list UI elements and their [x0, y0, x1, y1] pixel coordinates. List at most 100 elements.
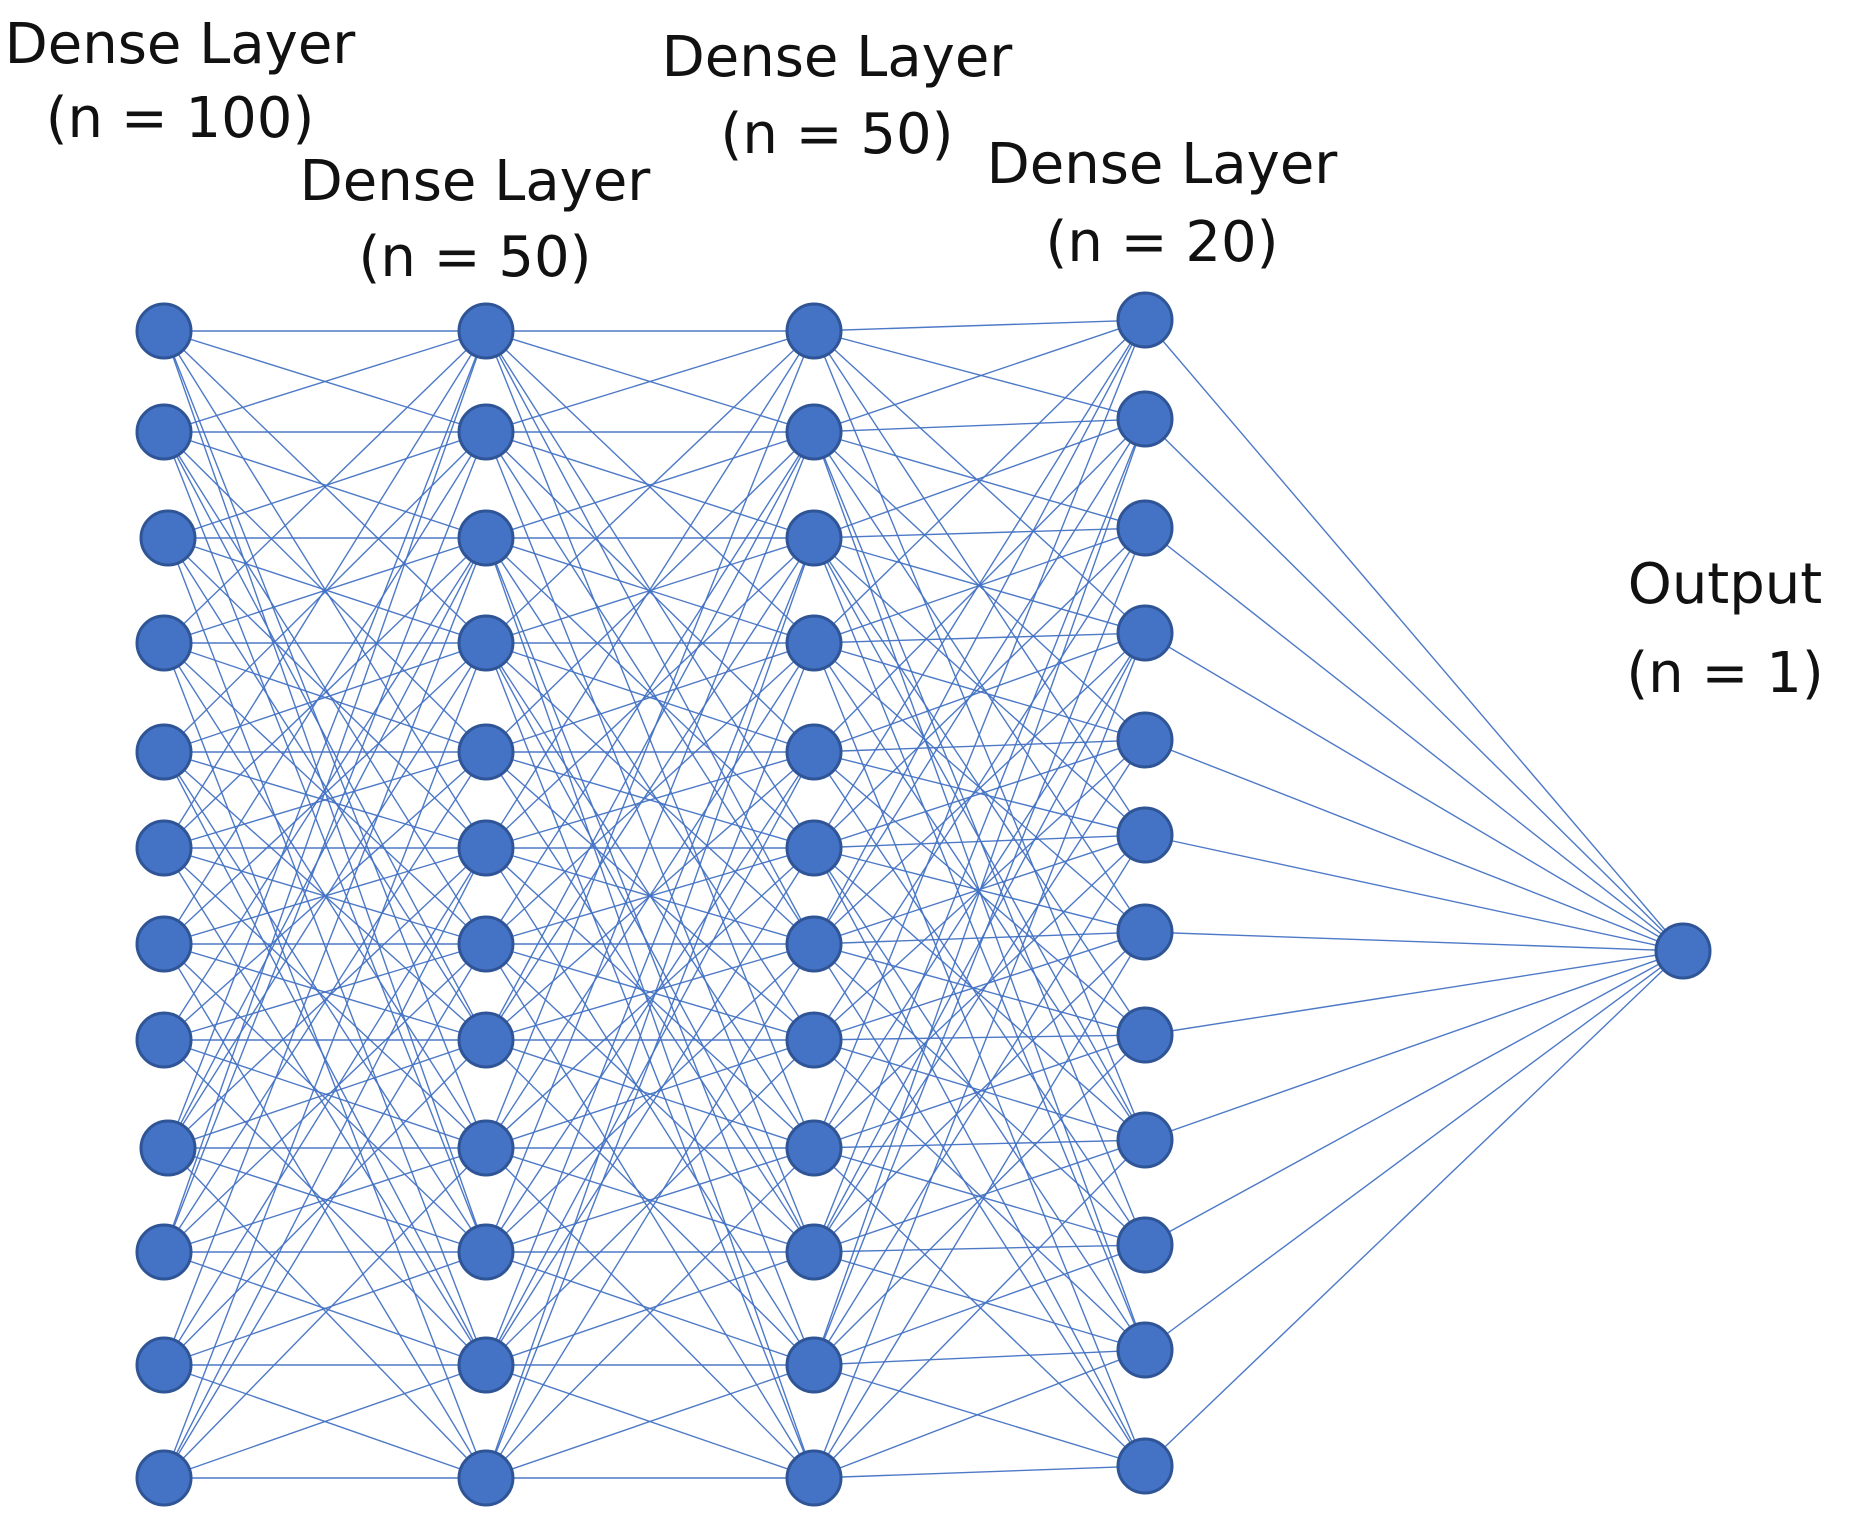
- edge-l3-6-to-l4-1: [813, 319, 1146, 849]
- layer-4-node-6: [1116, 806, 1174, 864]
- edge-l1-2-to-l2-8: [163, 431, 487, 1041]
- network-nodes: [135, 291, 1712, 1507]
- layer-2-node-8: [457, 1011, 515, 1069]
- edge-l3-6-to-l4-5: [813, 739, 1146, 849]
- edge-l3-3-to-l4-2: [813, 418, 1146, 539]
- edge-l2-6-to-l3-5: [485, 751, 815, 849]
- layer-1-node-12: [135, 1449, 193, 1507]
- edge-l3-12-to-l4-11: [813, 1349, 1146, 1479]
- edge-l2-9-to-l3-8: [485, 1039, 815, 1149]
- edge-l3-10-to-l4-11: [813, 1251, 1146, 1351]
- layer-2-size: (n = 50): [359, 225, 592, 290]
- layer-3-node-9: [785, 1119, 843, 1177]
- edge-l3-6-to-l4-12: [813, 847, 1146, 1467]
- connection-edges: [163, 319, 1684, 1479]
- layer-2-node-5: [457, 723, 515, 781]
- edge-l4-7-to-l5-1: [1144, 931, 1684, 952]
- layer-1-node-11: [135, 1336, 193, 1394]
- output-size: (n = 1): [1626, 641, 1823, 706]
- layer-3-node-2: [785, 403, 843, 461]
- edge-l2-9-to-l3-1: [485, 330, 815, 1149]
- layer-2-node-2: [457, 403, 515, 461]
- edge-l1-1-to-l2-9: [163, 330, 487, 1149]
- layer-4-node-11: [1116, 1321, 1174, 1379]
- edge-l3-12-to-l4-4: [813, 632, 1146, 1479]
- edge-l4-8-to-l5-1: [1144, 950, 1684, 1036]
- edge-l3-5-to-l4-4: [813, 632, 1146, 753]
- edge-l2-8-to-l3-3: [485, 537, 815, 1041]
- layer-4-size: (n = 20): [1046, 210, 1279, 275]
- edge-l2-4-to-l3-1: [485, 330, 815, 644]
- edge-l1-10-to-l2-7: [163, 943, 487, 1253]
- edge-l3-11-to-l4-8: [813, 1034, 1146, 1366]
- layer-4-node-10: [1116, 1216, 1174, 1274]
- edge-l1-11-to-l2-10: [163, 1251, 487, 1366]
- edge-l2-1-to-l3-7: [485, 330, 815, 945]
- edge-l1-7-to-l2-2: [163, 431, 487, 945]
- layer-4-node-4: [1116, 604, 1174, 662]
- edge-l1-6-to-l2-3: [163, 537, 487, 849]
- edge-l2-4-to-l3-10: [485, 642, 815, 1253]
- edge-l3-8-to-l4-8: [813, 1034, 1146, 1041]
- layer-1-node-7: [135, 915, 193, 973]
- layer-3-node-12: [785, 1449, 843, 1507]
- edge-l3-4-to-l4-7: [813, 642, 1146, 933]
- layer-1-title: Dense Layer: [5, 12, 357, 77]
- edge-l1-9-to-l2-1: [167, 330, 487, 1149]
- edge-l3-3-to-l4-6: [813, 537, 1146, 836]
- layer-4-node-5: [1116, 711, 1174, 769]
- layer-2-title: Dense Layer: [300, 149, 652, 214]
- edge-l4-2-to-l5-1: [1144, 418, 1684, 952]
- edge-l2-2-to-l3-1: [485, 330, 815, 433]
- output-node: [1654, 922, 1712, 980]
- edge-l3-3-to-l4-9: [813, 537, 1146, 1141]
- edge-l3-8-to-l4-11: [813, 1039, 1146, 1351]
- layer-3-node-6: [785, 819, 843, 877]
- edge-l4-4-to-l5-1: [1144, 632, 1684, 952]
- edge-l4-6-to-l5-1: [1144, 834, 1684, 952]
- layer-3-size: (n = 50): [721, 102, 954, 167]
- edge-l2-12-to-l3-11: [485, 1364, 815, 1479]
- layer-1-node-1: [135, 302, 193, 360]
- edge-l2-5-to-l3-2: [485, 431, 815, 753]
- layer-3-node-5: [785, 723, 843, 781]
- edge-l1-9-to-l2-12: [167, 1147, 487, 1479]
- layer-1-node-9: [139, 1119, 197, 1177]
- edge-l3-10-to-l4-10: [813, 1244, 1146, 1253]
- layer-3-title: Dense Layer: [662, 25, 1014, 90]
- edge-l2-10-to-l3-7: [485, 943, 815, 1253]
- edge-l1-6-to-l2-5: [163, 751, 487, 849]
- edge-l1-8-to-l2-5: [163, 751, 487, 1041]
- layer-4-node-8: [1116, 1006, 1174, 1064]
- edge-l1-6-to-l2-1: [163, 330, 487, 849]
- edge-l1-12-to-l2-11: [163, 1364, 487, 1479]
- layer-2-node-6: [457, 819, 515, 877]
- edge-l1-5-to-l2-4: [163, 642, 487, 753]
- layer-4-node-2: [1116, 390, 1174, 448]
- layer-1-node-8: [135, 1011, 193, 1069]
- edge-l3-9-to-l4-9: [813, 1139, 1146, 1149]
- edge-l3-7-to-l4-1: [813, 319, 1146, 945]
- edge-l1-10-to-l2-9: [163, 1147, 487, 1253]
- edge-l3-5-to-l4-5: [813, 739, 1146, 753]
- edge-l3-10-to-l4-5: [813, 739, 1146, 1253]
- edge-l3-2-to-l4-2: [813, 418, 1146, 433]
- edge-l3-7-to-l4-2: [813, 418, 1146, 945]
- edge-l1-3-to-l2-11: [167, 537, 487, 1366]
- layer-1-node-6: [135, 819, 193, 877]
- edge-l4-3-to-l5-1: [1144, 527, 1684, 952]
- layer-2-node-9: [457, 1119, 515, 1177]
- edge-l3-7-to-l4-4: [813, 632, 1146, 945]
- edge-l3-10-to-l4-2: [813, 418, 1146, 1253]
- edge-l3-7-to-l4-7: [813, 931, 1146, 945]
- edge-l3-11-to-l4-3: [813, 527, 1146, 1366]
- edge-l2-8-to-l3-7: [485, 943, 815, 1041]
- edge-l3-3-to-l4-11: [813, 537, 1146, 1351]
- edge-l3-11-to-l4-6: [813, 834, 1146, 1366]
- edge-l1-10-to-l2-2: [163, 431, 487, 1253]
- edge-l1-8-to-l2-3: [163, 537, 487, 1041]
- edge-l4-11-to-l5-1: [1144, 950, 1684, 1351]
- edge-l2-12-to-l3-4: [485, 642, 815, 1479]
- edge-l3-4-to-l4-1: [813, 319, 1146, 644]
